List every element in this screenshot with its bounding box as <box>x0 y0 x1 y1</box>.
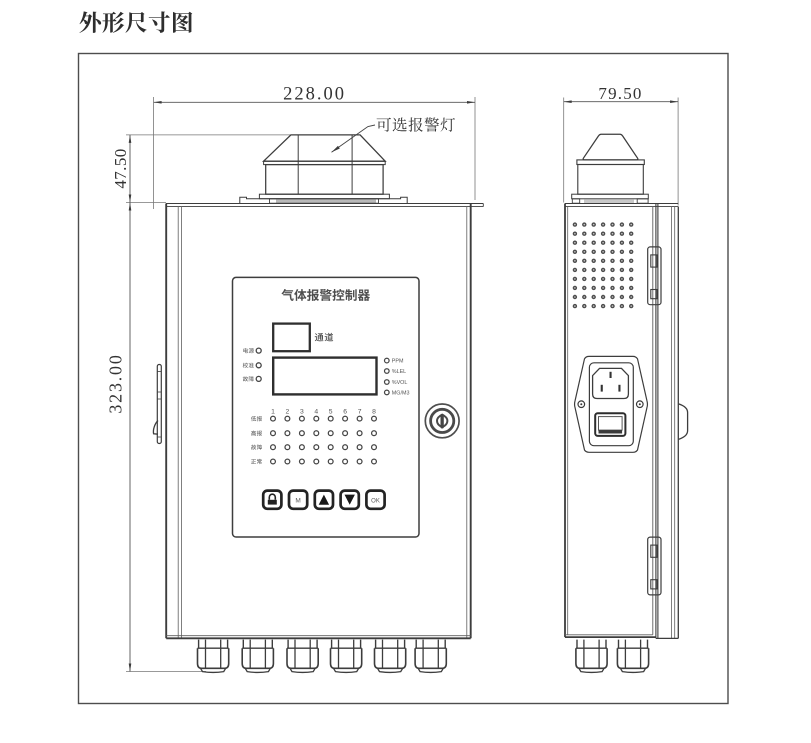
svg-text:3: 3 <box>300 409 304 416</box>
svg-text:M: M <box>295 498 300 505</box>
svg-text:%LEL: %LEL <box>392 369 406 375</box>
svg-text:%VOL: %VOL <box>392 380 408 386</box>
svg-text:4: 4 <box>314 409 318 416</box>
svg-text:323.00: 323.00 <box>106 353 126 413</box>
svg-text:8: 8 <box>372 409 376 416</box>
svg-text:PPM: PPM <box>392 359 404 365</box>
svg-text:79.50: 79.50 <box>598 84 642 103</box>
svg-text:47.50: 47.50 <box>111 148 130 188</box>
svg-text:5: 5 <box>329 409 333 416</box>
svg-text:6: 6 <box>343 409 347 416</box>
svg-text:1: 1 <box>271 409 275 416</box>
svg-text:OK: OK <box>371 498 380 504</box>
svg-text:MG/M3: MG/M3 <box>392 390 410 396</box>
svg-text:228.00: 228.00 <box>283 85 346 105</box>
svg-text:2: 2 <box>286 409 290 416</box>
svg-text:7: 7 <box>358 409 362 416</box>
